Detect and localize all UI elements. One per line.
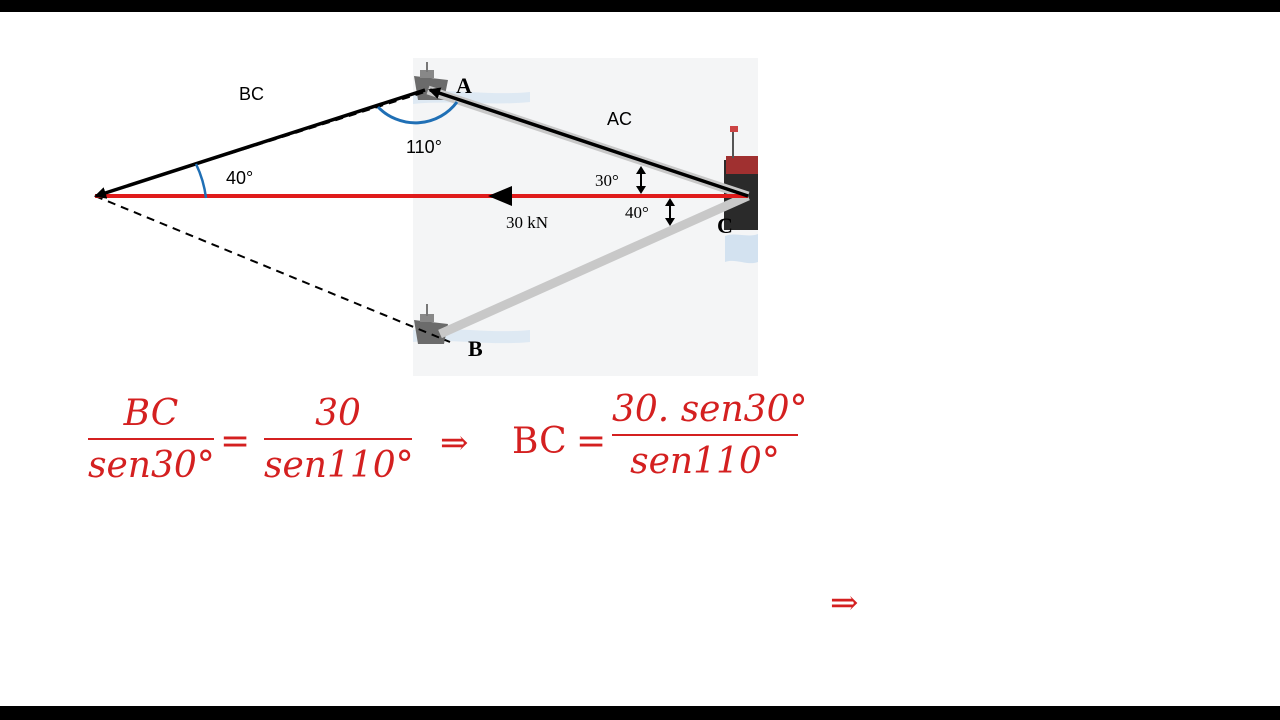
angle-arc-40-left — [194, 163, 208, 199]
label-point-b: B — [468, 336, 483, 361]
equals-sign-result: = — [576, 421, 607, 462]
angle-arc-110 — [376, 101, 459, 125]
equals-sign: = — [220, 421, 251, 462]
fraction-numerator: BC — [123, 393, 179, 434]
bottom-letterbox-bar — [0, 706, 1280, 720]
angle-indicator-40-down-icon — [665, 218, 675, 226]
angle-indicator-30-down-icon — [636, 186, 646, 194]
fraction-bar — [612, 434, 798, 436]
vector-ac — [428, 87, 749, 198]
force-arrowhead-icon — [488, 186, 512, 206]
fraction-denominator: sen110° — [630, 441, 780, 482]
equation-fraction-bc-over-sen30: BC sen30° — [88, 393, 215, 486]
water-ripple-c — [725, 234, 758, 264]
equation-fraction-30-over-sen110: 30 sen110° — [264, 393, 414, 486]
fraction-bar — [264, 438, 412, 440]
angle-indicator-30-up-icon — [636, 166, 646, 174]
label-point-a: A — [456, 73, 472, 98]
boat-icon-b — [414, 304, 448, 344]
label-bc: BC — [239, 84, 264, 104]
cable-bc — [438, 191, 750, 339]
implies-arrow-icon-second: ⇒ — [830, 583, 859, 623]
label-angle-40-c: 40° — [625, 203, 649, 222]
dashed-line-bc-bottom — [94, 195, 451, 343]
label-angle-40-left: 40° — [226, 168, 253, 188]
angle-indicator-40-up-icon — [665, 198, 675, 206]
implies-arrow-icon: ⇒ — [440, 423, 469, 463]
result-variable-bc: BC — [512, 421, 567, 462]
equation-fraction-result: 30. sen30° sen110° — [612, 389, 808, 482]
label-angle-30-c: 30° — [595, 171, 619, 190]
fraction-numerator: 30. sen30° — [612, 389, 808, 430]
label-point-c: C — [717, 213, 733, 238]
fraction-bar — [88, 438, 214, 440]
label-force-30kn: 30 kN — [506, 213, 548, 232]
top-letterbox-bar — [0, 0, 1280, 12]
fraction-denominator: sen30° — [88, 445, 215, 486]
label-ac: AC — [607, 109, 632, 129]
vector-bc — [94, 88, 426, 199]
fraction-numerator: 30 — [315, 393, 361, 434]
label-angle-110: 110° — [406, 137, 442, 157]
fraction-denominator: sen110° — [264, 445, 414, 486]
